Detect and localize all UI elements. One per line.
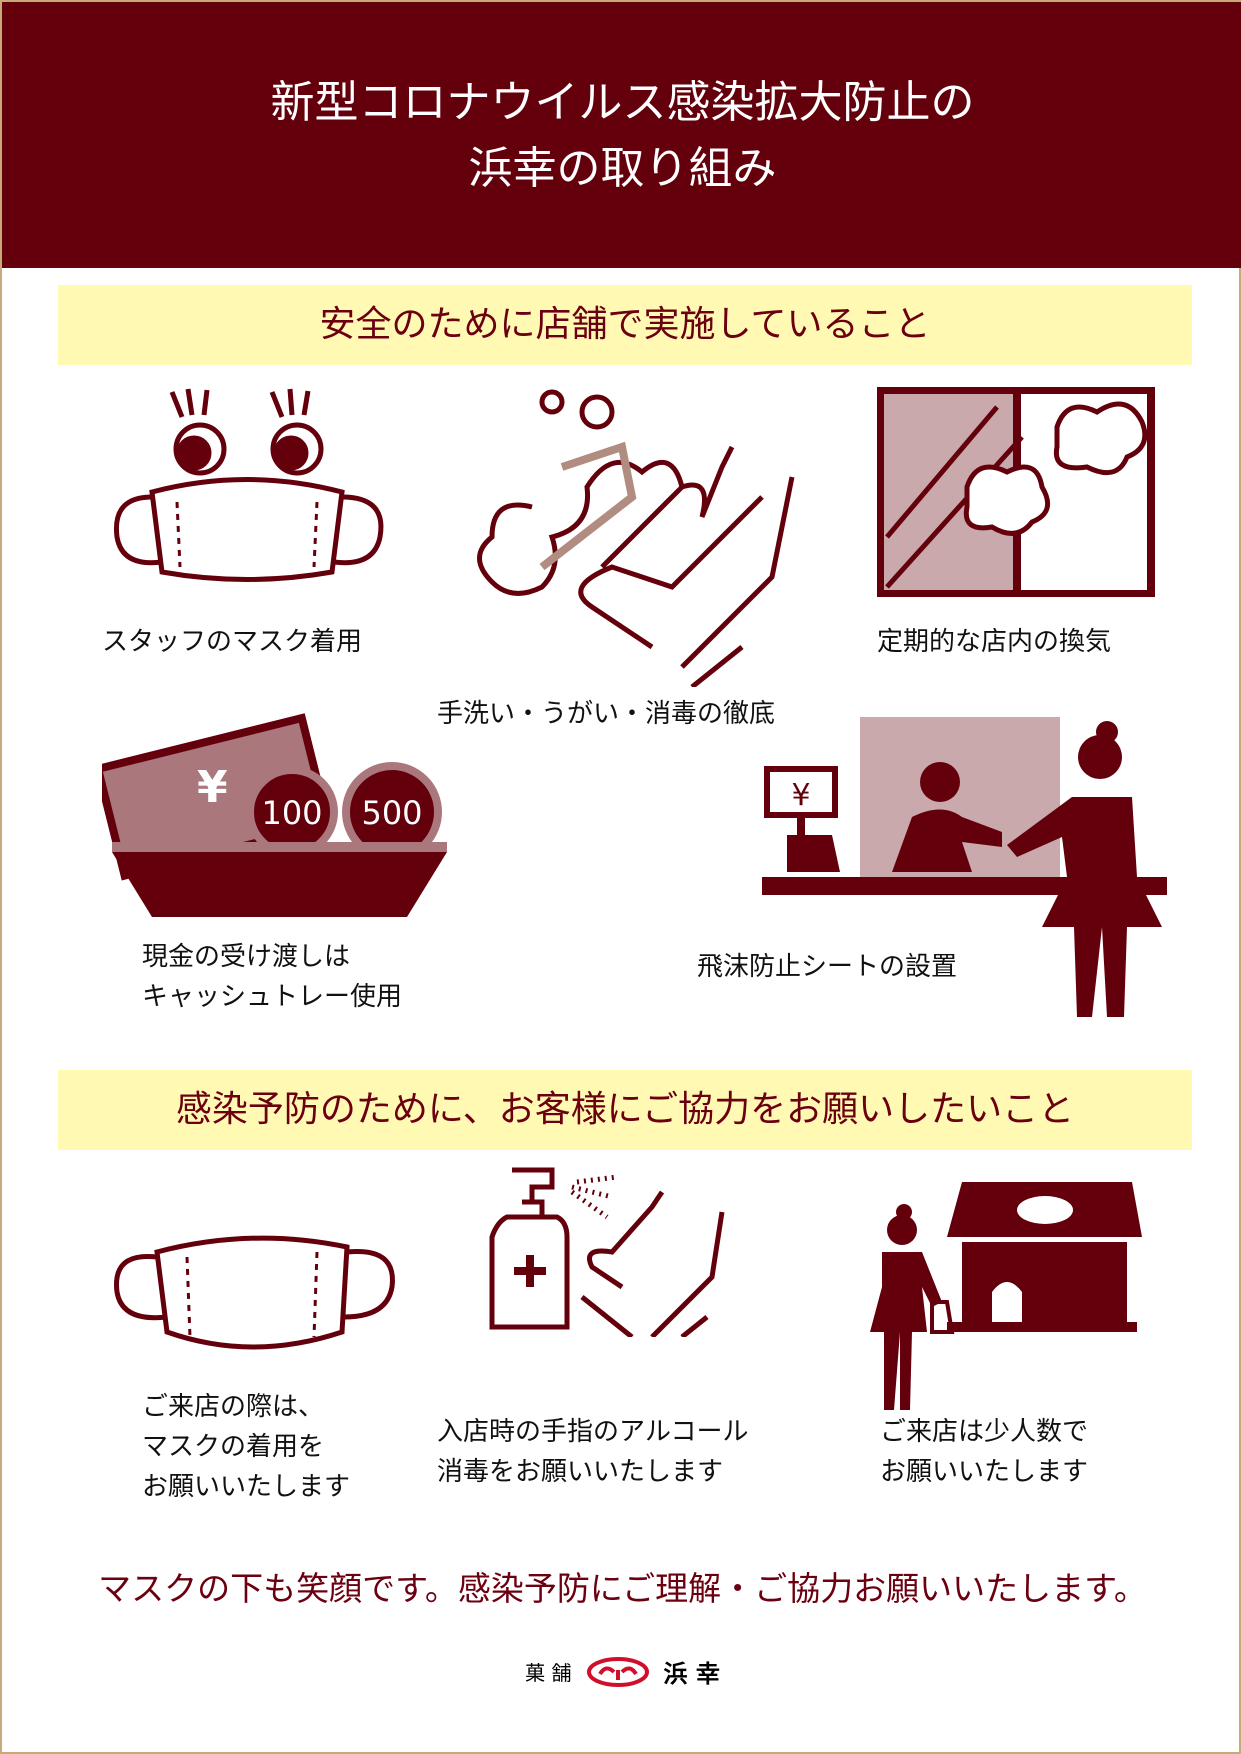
caption-line: マスクの着用を	[142, 1432, 325, 1462]
section1-heading: 安全のために店舗で実施していること	[58, 285, 1192, 365]
sanitizer-icon	[489, 1167, 725, 1337]
cash-tray-icon: ¥ 100 500	[102, 713, 447, 917]
caption-splash-guard: 飛沫防止シートの設置	[697, 952, 958, 982]
caption-line: お願いいたします	[142, 1472, 351, 1502]
caption-line: ご来店は少人数で	[880, 1417, 1089, 1447]
caption-line: お願いいたします	[880, 1457, 1089, 1487]
caption-line: 消毒をお願いいたします	[437, 1457, 724, 1487]
handwash-icon	[477, 389, 795, 687]
caption-customer-mask: ご来店の際は、 マスクの着用を お願いいたします	[142, 1387, 350, 1507]
shop-customer-icon	[870, 1182, 1142, 1410]
title-line2: 浜幸の取り組み	[468, 143, 777, 194]
caption-ventilation: 定期的な店内の換気	[877, 627, 1112, 657]
splash-guard-icon: ¥	[762, 717, 1167, 1017]
caption-handwash: 手洗い・うがい・消毒の徹底	[437, 699, 776, 729]
caption-cash-tray: 現金の受け渡しは キャッシュトレー使用	[142, 937, 402, 1017]
window-ventilation-icon	[877, 387, 1155, 597]
brand-logo: 菓 舗 浜 幸	[2, 1654, 1241, 1689]
section2-heading: 感染予防のために、お客様にご協力をお願いしたいこと	[58, 1070, 1192, 1150]
logo-prefix: 菓 舗	[525, 1661, 572, 1685]
mask-eyes-icon	[113, 388, 384, 582]
caption-small-groups: ご来店は少人数で お願いいたします	[880, 1412, 1088, 1492]
register-yen: ¥	[791, 778, 810, 813]
mask-icon	[114, 1235, 395, 1350]
caption-line: 現金の受け渡しは	[142, 942, 351, 972]
caption-line: ご来店の際は、	[142, 1392, 325, 1422]
header: 新型コロナウイルス感染拡大防止の 浜幸の取り組み	[2, 2, 1241, 268]
yen-sign: ¥	[197, 762, 228, 813]
caption-staff-mask: スタッフのマスク着用	[102, 627, 363, 657]
footer-message: マスクの下も笑顔です。感染予防にご理解・ご協力お願いいたします。	[98, 1569, 1147, 1608]
caption-line: 入店時の手指のアルコール	[437, 1417, 749, 1447]
caption-sanitizer: 入店時の手指のアルコール 消毒をお願いいたします	[437, 1412, 748, 1492]
caption-line: キャッシュトレー使用	[142, 982, 403, 1012]
logo-emblem-icon	[586, 1656, 649, 1687]
coin-100: 100	[261, 794, 322, 832]
coin-500: 500	[361, 794, 422, 832]
title-line1: 新型コロナウイルス感染拡大防止の	[270, 77, 975, 128]
logo-name: 浜 幸	[663, 1660, 720, 1688]
